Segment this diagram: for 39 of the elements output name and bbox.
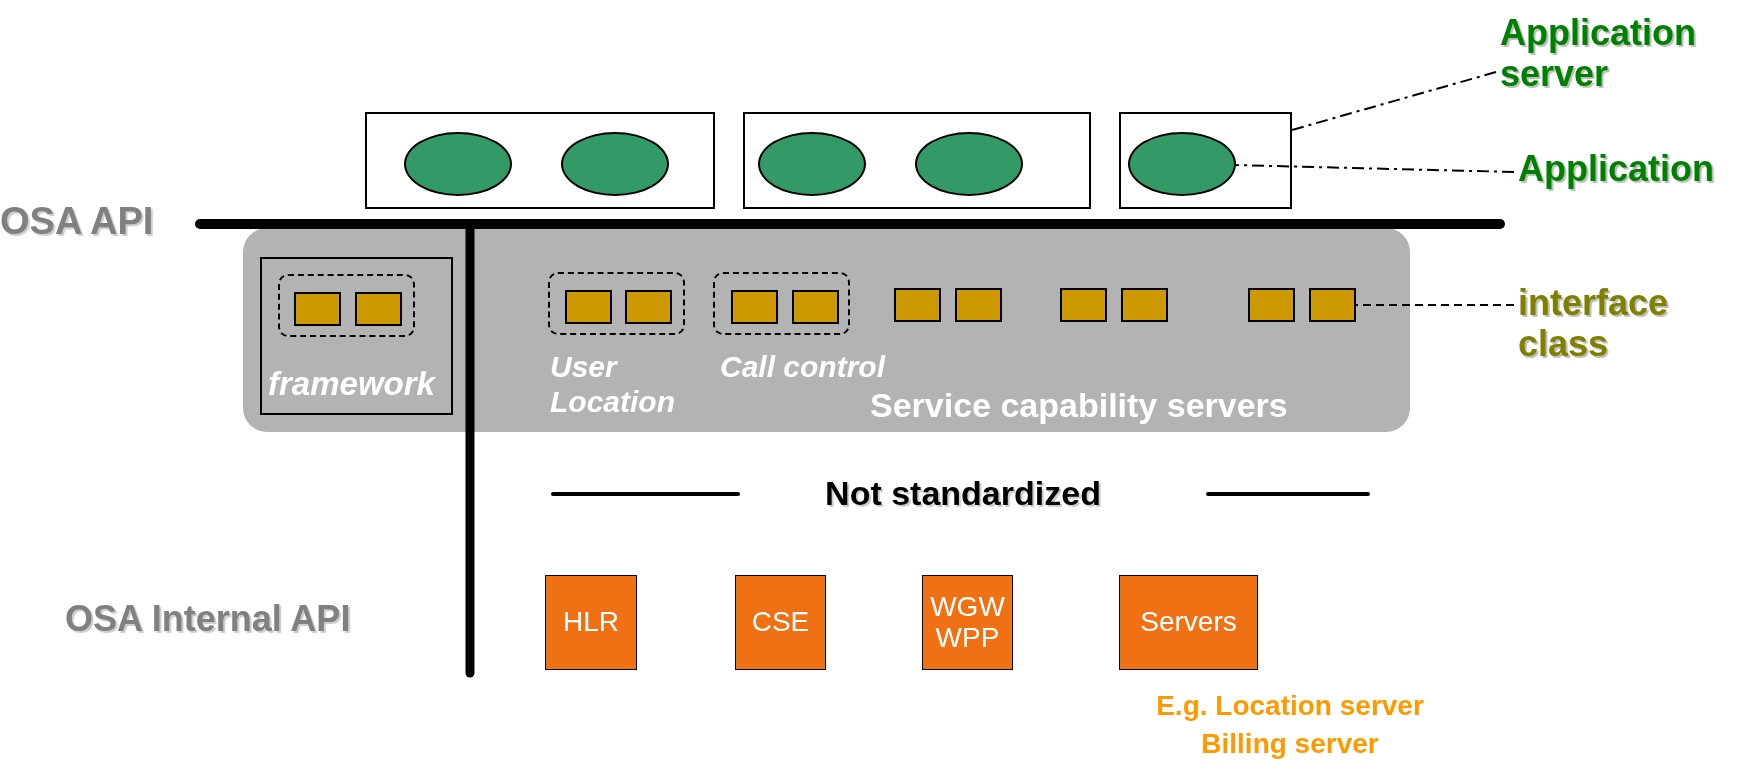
server-name: HLR: [563, 607, 619, 638]
interface-class-box: [731, 290, 778, 324]
callout-label: Application server: [1500, 12, 1720, 92]
note-text: Billing server: [1201, 728, 1379, 761]
api-label: OSA Internal API: [65, 598, 351, 640]
interface-class-box: [1248, 288, 1295, 322]
server-name: Servers: [1140, 607, 1237, 638]
interface-class-box: [625, 290, 672, 324]
callout-label: interface class: [1518, 282, 1708, 372]
group-label: User Location: [550, 350, 676, 419]
interface-class-box: [792, 290, 839, 324]
callout-label: Application: [1518, 148, 1754, 192]
server-name: CSE: [751, 607, 810, 638]
group-label: framework: [268, 365, 437, 403]
section-label: Not standardized: [825, 474, 1101, 514]
application-server-box: [1119, 112, 1292, 209]
server-box: [735, 575, 826, 670]
interface-class-box: [355, 292, 402, 326]
service-capability-band: [243, 228, 1410, 432]
interface-class-box: [894, 288, 941, 322]
application-server-box: [743, 112, 1091, 209]
server-name: WGW WPP: [929, 591, 1006, 654]
interface-class-box: [565, 290, 612, 324]
note-text: E.g. Location server: [1156, 690, 1424, 723]
framework-box: [260, 257, 453, 415]
group-label: Call control: [720, 350, 887, 385]
interface-class-box: [294, 292, 341, 326]
dashed-group-box: [278, 274, 415, 337]
interface-class-box: [1309, 288, 1356, 322]
interface-class-box: [955, 288, 1002, 322]
server-box: [545, 575, 637, 670]
interface-class-box: [1060, 288, 1107, 322]
leader-line: [1291, 71, 1497, 131]
application-server-box: [365, 112, 715, 209]
api-label: OSA API: [0, 200, 154, 244]
server-box: [922, 575, 1013, 670]
interface-class-box: [1121, 288, 1168, 322]
server-box: [1119, 575, 1258, 670]
band-title: Service capability servers: [870, 386, 1289, 426]
